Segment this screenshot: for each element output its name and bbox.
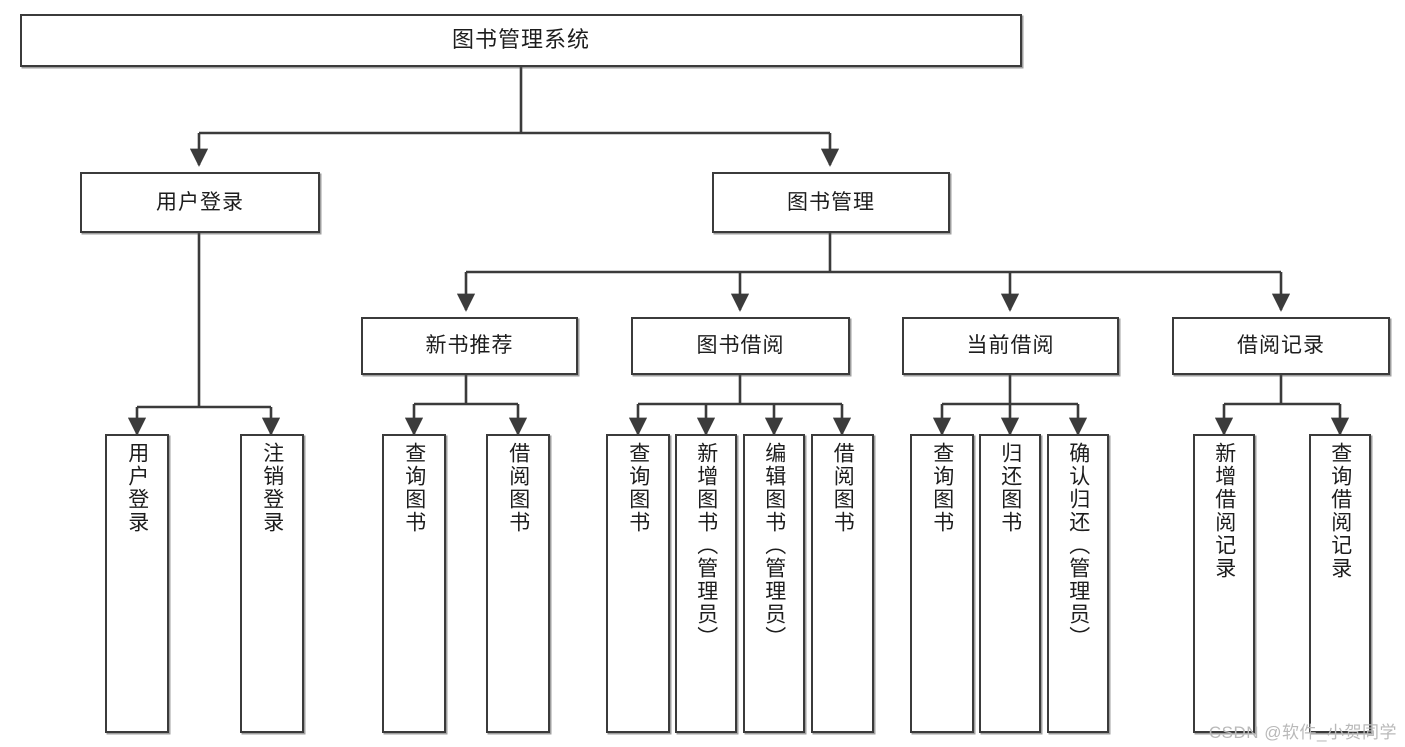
- leaf-new-book-query-books[interactable]: 查询图书: [382, 434, 446, 733]
- node-label: 新增图书（管理员）: [694, 442, 718, 649]
- leaf-borrow-record-query-record[interactable]: 查询借阅记录: [1309, 434, 1371, 733]
- leaf-book-borrow-borrow-books[interactable]: 借阅图书: [811, 434, 874, 733]
- leaf-current-borrow-return-books[interactable]: 归还图书: [979, 434, 1041, 733]
- node-current-borrow[interactable]: 当前借阅: [902, 317, 1119, 375]
- node-label: 借阅图书: [506, 442, 530, 534]
- node-label: 编辑图书（管理员）: [762, 442, 786, 649]
- leaf-current-borrow-query-books[interactable]: 查询图书: [910, 434, 974, 733]
- leaf-current-borrow-confirm-return-admin[interactable]: 确认归还（管理员）: [1047, 434, 1109, 733]
- node-label: 用户登录: [156, 190, 244, 214]
- leaf-book-borrow-edit-book-admin[interactable]: 编辑图书（管理员）: [743, 434, 805, 733]
- leaf-user-login-login[interactable]: 用户登录: [105, 434, 169, 733]
- leaf-borrow-record-add-record[interactable]: 新增借阅记录: [1193, 434, 1255, 733]
- node-label: 确认归还（管理员）: [1066, 442, 1090, 649]
- node-book-management[interactable]: 图书管理: [712, 172, 950, 233]
- node-label: 借阅记录: [1237, 334, 1325, 358]
- leaf-book-borrow-add-book-admin[interactable]: 新增图书（管理员）: [675, 434, 737, 733]
- node-borrow-record[interactable]: 借阅记录: [1172, 317, 1390, 375]
- node-label: 用户登录: [125, 442, 149, 534]
- node-label: 查询图书: [930, 442, 954, 534]
- node-label: 当前借阅: [966, 334, 1055, 358]
- node-label: 图书借阅: [696, 334, 785, 358]
- node-label: 新增借阅记录: [1212, 442, 1236, 580]
- node-root-book-management-system[interactable]: 图书管理系统: [20, 14, 1022, 67]
- node-label: 注销登录: [260, 442, 284, 534]
- node-label: 查询图书: [402, 442, 426, 534]
- node-label: 图书管理: [787, 190, 875, 214]
- node-new-book-recommend[interactable]: 新书推荐: [361, 317, 578, 375]
- node-user-login[interactable]: 用户登录: [80, 172, 320, 233]
- node-book-borrow[interactable]: 图书借阅: [631, 317, 850, 375]
- node-label: 图书管理系统: [451, 27, 590, 53]
- node-label: 新书推荐: [425, 334, 514, 358]
- leaf-new-book-borrow-books[interactable]: 借阅图书: [486, 434, 550, 733]
- node-label: 查询借阅记录: [1328, 442, 1352, 580]
- leaf-book-borrow-query-books[interactable]: 查询图书: [606, 434, 670, 733]
- node-label: 归还图书: [998, 442, 1022, 534]
- watermark: CSDN @软件_小贺同学: [1208, 723, 1397, 742]
- node-label: 借阅图书: [831, 442, 855, 534]
- leaf-user-login-logout[interactable]: 注销登录: [240, 434, 304, 733]
- node-label: 查询图书: [626, 442, 650, 534]
